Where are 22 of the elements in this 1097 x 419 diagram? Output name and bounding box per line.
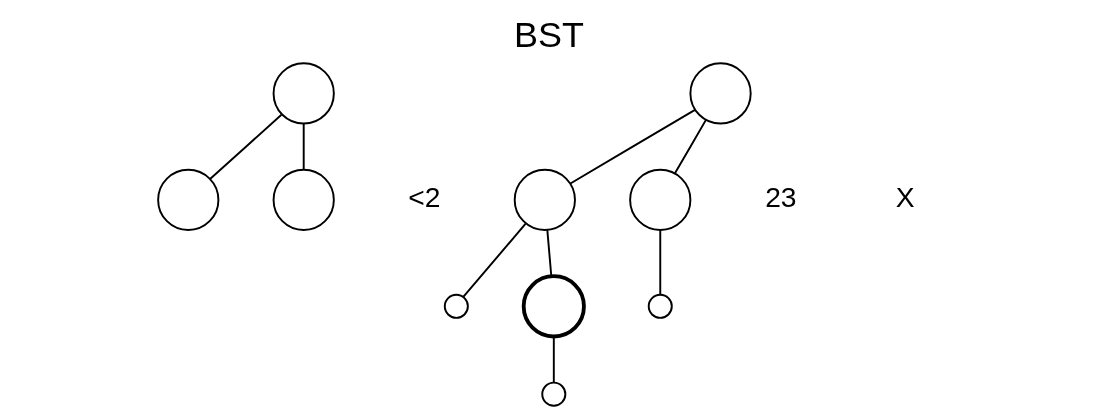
connector xyxy=(545,229,552,278)
connector xyxy=(568,108,696,185)
label: 23 xyxy=(764,181,797,214)
label: <2 xyxy=(407,181,440,214)
connector xyxy=(658,229,661,296)
node-circle xyxy=(272,168,335,231)
node-circle xyxy=(647,293,673,319)
node-circle xyxy=(513,168,576,231)
node-circle xyxy=(521,274,586,339)
diagram-title: BST xyxy=(513,14,584,56)
connector xyxy=(302,122,305,171)
node-circle xyxy=(688,62,752,125)
label: X xyxy=(895,181,915,214)
node-circle xyxy=(443,293,469,319)
connector xyxy=(673,118,707,175)
connector xyxy=(552,335,555,384)
node-circle xyxy=(272,62,335,125)
node-circle xyxy=(156,168,219,231)
connector xyxy=(208,113,282,180)
connector xyxy=(462,222,527,298)
node-circle xyxy=(628,168,691,231)
node-circle xyxy=(540,381,566,407)
